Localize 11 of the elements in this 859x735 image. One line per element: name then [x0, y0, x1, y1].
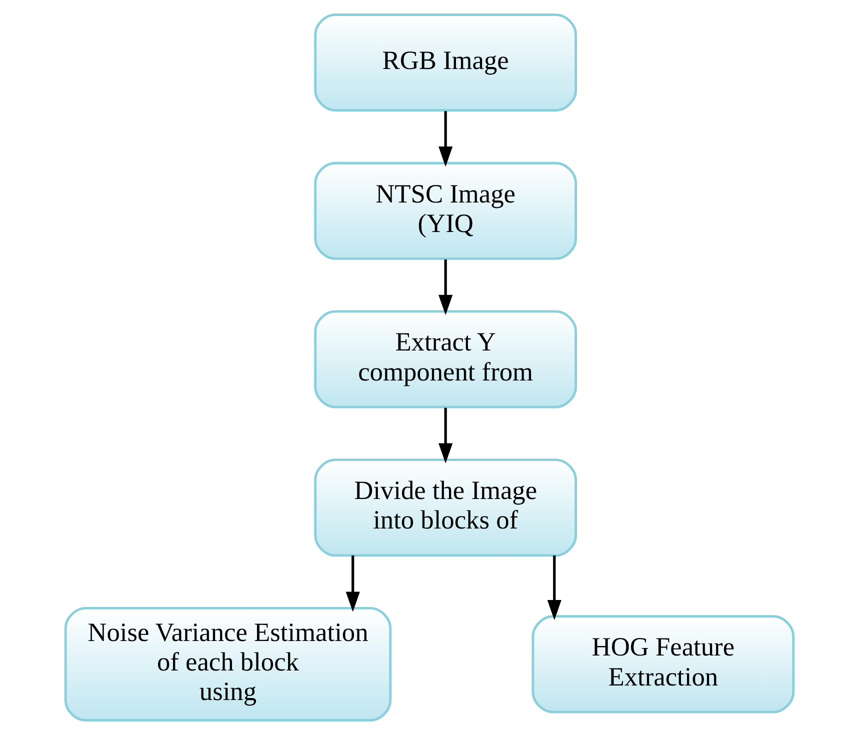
- node-box: HOG Feature Extraction: [532, 615, 795, 714]
- node-box: NTSC Image (YIQ: [314, 162, 578, 260]
- arrow: [438, 259, 453, 316]
- arrow: [346, 555, 360, 612]
- node-box: Noise Variance Estimation of each block using: [64, 606, 392, 722]
- arrow: [438, 111, 453, 167]
- node-box: RGB Image: [314, 13, 578, 112]
- arrow: [438, 408, 453, 464]
- node-box: Extract Y component from: [314, 310, 578, 408]
- node-box: Divide the Image into blocks of: [314, 458, 578, 557]
- arrow: [547, 555, 562, 620]
